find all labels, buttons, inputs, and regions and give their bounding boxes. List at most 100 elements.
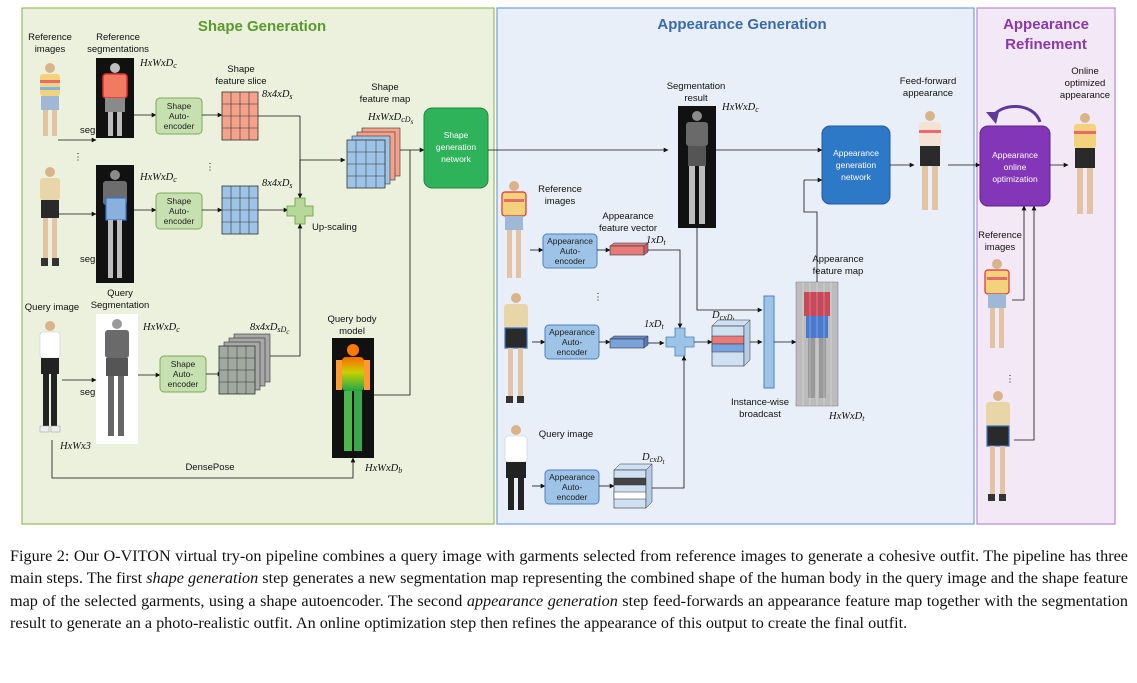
appearance-feature-matrix xyxy=(711,319,751,367)
query-feature-dim: 8x4xDsDc xyxy=(250,322,290,336)
shape-slice-label-1: Shape xyxy=(227,64,254,75)
vec-dim-2: 1xDt xyxy=(644,319,665,331)
shape-net-text-1: Shape xyxy=(444,130,469,140)
seg-label-1: seg xyxy=(80,125,95,136)
app-vector-label-1: Appearance xyxy=(602,211,653,222)
shape-generation-title: Shape Generation xyxy=(198,18,326,35)
query-appearance-matrix xyxy=(613,463,653,509)
appearance-autoencoder-query xyxy=(544,469,600,505)
reference-person-photo-1 xyxy=(40,63,60,136)
arrow-plus-to-fmap xyxy=(299,157,346,198)
online-optimized-label-2: optimized xyxy=(1065,78,1106,89)
app-ae-q-text-3: encoder xyxy=(557,492,588,502)
arrow-refine-ref1-to-opt xyxy=(1012,205,1027,301)
query-seg-label-2: Segmentation xyxy=(91,300,150,311)
app-net-text-1: Appearance xyxy=(833,148,879,158)
app-ae-2-text-1: Appearance xyxy=(549,327,595,337)
shape-net-text-3: network xyxy=(441,154,472,164)
appearance-generation-title: Appearance Generation xyxy=(657,16,826,33)
app-ae-1-text-3: encoder xyxy=(555,256,586,266)
line-body-to-net xyxy=(374,150,411,396)
arrow-qstack-to-plus xyxy=(270,223,303,357)
caption-emphasis-2: appearance generation xyxy=(466,591,618,610)
seg-label-3: seg xyxy=(80,387,95,398)
app-ae-q-text-1: Appearance xyxy=(549,472,595,482)
figure-caption: Figure 2: Our O-VITON virtual try-on pip… xyxy=(10,545,1128,635)
densepose-label: DensePose xyxy=(185,462,234,473)
app-vector-label-2: feature vector xyxy=(599,223,657,234)
shape-ae-q-text-2: Auto- xyxy=(173,369,193,379)
shape-ae-1-text-1: Shape xyxy=(167,101,192,111)
reference-segmentations-label-1: Reference xyxy=(96,32,140,43)
shape-ae-2-text-3: encoder xyxy=(164,216,195,226)
app-feature-map-label-1: Appearance xyxy=(812,254,863,265)
query-segmentation xyxy=(96,314,138,444)
query-seg-label-1: Query xyxy=(107,288,133,299)
opt-text-2: online xyxy=(1004,162,1027,172)
ref-seg-dim-1: HxWxDc xyxy=(139,58,177,70)
reference-segmentations-label-2: segmentations xyxy=(87,44,149,55)
reference-segmentation-1 xyxy=(96,58,134,138)
shape-feature-slice-red xyxy=(221,91,259,141)
slice-dim-1: 8x4xDs xyxy=(262,89,293,101)
up-scaling-label: Up-scaling xyxy=(312,222,357,233)
query-person-photo xyxy=(39,321,61,433)
arrow-segresult-to-broadcast xyxy=(696,228,763,313)
shape-ae-2-text-2: Auto- xyxy=(169,206,189,216)
slice-dim-2: 8x4xDs xyxy=(262,178,293,190)
fmap-dim: HxWxDcDs xyxy=(367,112,414,126)
up-scaling-plus-icon xyxy=(286,197,314,225)
app-reference-person-1 xyxy=(501,181,527,278)
appearance-feature-vector-red xyxy=(609,242,649,256)
app-ae-1-text-2: Auto- xyxy=(560,246,580,256)
shape-ae-1-text-2: Auto- xyxy=(169,111,189,121)
broadcast-label-1: Instance-wise xyxy=(731,397,789,408)
loop-arrowhead-icon xyxy=(986,112,999,124)
body-model-dim: HxWxDb xyxy=(364,463,402,475)
shape-autoencoder-1 xyxy=(155,97,203,135)
ref-seg-dim-2: HxWxDc xyxy=(139,172,177,184)
query-image-label: Query image xyxy=(25,302,79,313)
query-body-model-label-1: Query body xyxy=(327,314,376,325)
app-ae-2-text-3: encoder xyxy=(557,347,588,357)
shape-feature-map-label-1: Shape xyxy=(371,82,398,93)
query-matrix-dim: DcxDt xyxy=(641,452,665,466)
vertical-ellipsis-3: ⋮ xyxy=(593,292,603,303)
query-seg-dim: HxWxDc xyxy=(142,322,180,334)
vec-dim-1: 1xDt xyxy=(646,235,667,247)
reference-images-label-2: images xyxy=(35,44,66,55)
shape-ae-q-text-3: encoder xyxy=(168,379,199,389)
segmentation-result-image xyxy=(678,106,716,228)
broadcast-label-2: broadcast xyxy=(739,409,781,420)
shape-feature-slice-blue xyxy=(221,185,259,235)
query-shape-feature-stack xyxy=(218,333,271,395)
seg-label-2: seg xyxy=(80,254,95,265)
shape-autoencoder-2 xyxy=(155,192,203,230)
appearance-feature-map-image xyxy=(795,281,839,407)
app-reference-person-2 xyxy=(504,293,528,403)
app-ae-2-text-2: Auto- xyxy=(562,337,582,347)
vertical-ellipsis-2: ⋮ xyxy=(205,162,215,173)
online-optimized-label-1: Online xyxy=(1071,66,1098,77)
query-body-model-label-2: model xyxy=(339,326,365,337)
appearance-autoencoder-1 xyxy=(542,233,598,269)
appearance-refinement-title-2: Refinement xyxy=(1005,36,1087,53)
arrow-qmatrix-to-plus xyxy=(652,355,687,489)
arrow-densepose xyxy=(51,440,356,479)
feed-forward-label-2: appearance xyxy=(903,88,953,99)
shape-feature-map-stack xyxy=(346,127,401,189)
shape-feature-map-label-2: feature map xyxy=(360,94,411,105)
caption-emphasis-1: shape generation xyxy=(146,569,259,588)
segmentation-result-label-1: Segmentation xyxy=(667,81,726,92)
caption-part-3: step feed-forwards an appearance feature… xyxy=(10,591,1128,633)
app-net-text-2: generation xyxy=(836,160,876,170)
shape-net-text-2: generation xyxy=(436,142,476,152)
opt-text-1: Appearance xyxy=(992,150,1038,160)
refine-reference-label-1: Reference xyxy=(978,230,1022,241)
app-query-person xyxy=(504,425,528,510)
feed-forward-output-person xyxy=(919,111,941,210)
instance-wise-broadcast-bar xyxy=(763,295,775,389)
shape-ae-2-text-1: Shape xyxy=(167,196,192,206)
arrow-vec1-to-plus xyxy=(648,249,683,329)
app-feature-map-label-2: feature map xyxy=(813,266,864,277)
